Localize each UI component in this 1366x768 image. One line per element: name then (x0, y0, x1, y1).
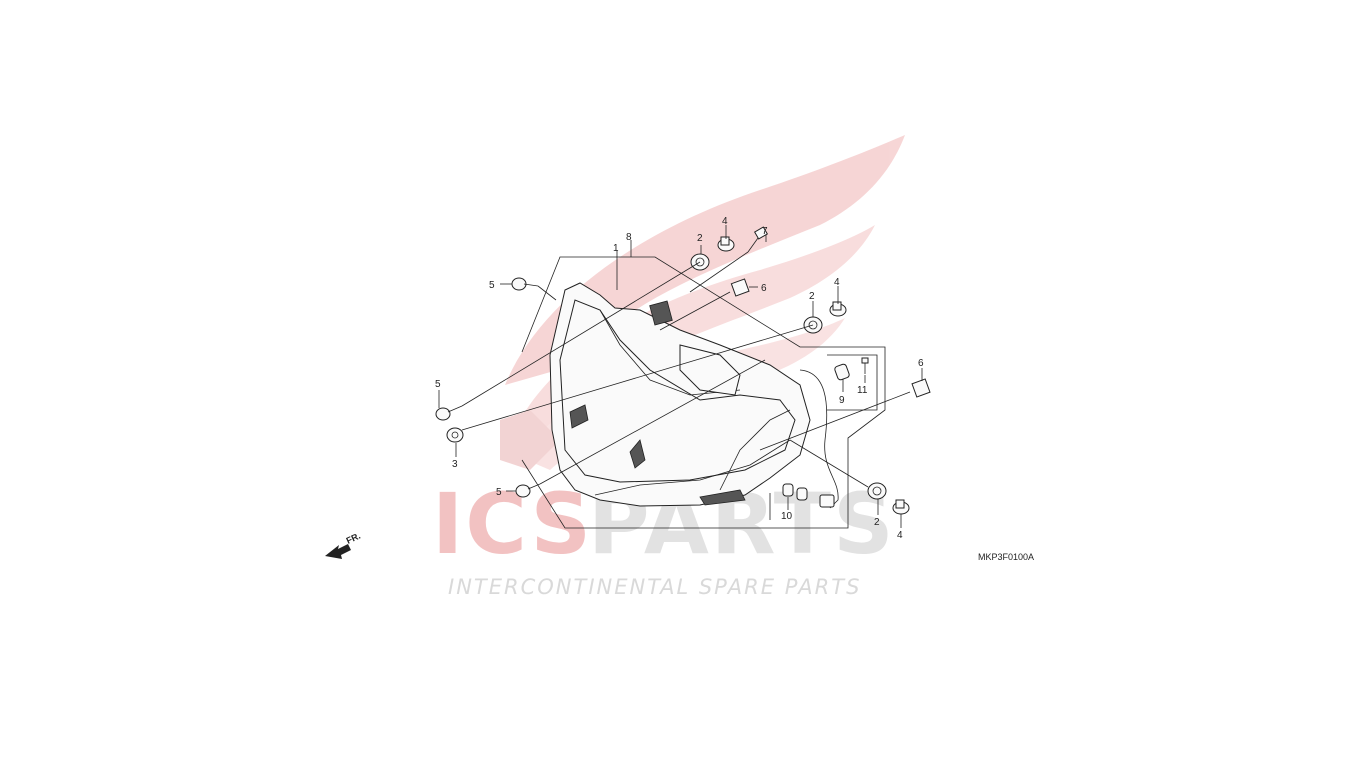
callout-5-top: 5 (489, 280, 495, 291)
bolt-5-bottom (515, 483, 541, 498)
front-arrow-icon (325, 544, 351, 559)
callout-8: 8 (626, 232, 632, 243)
callout-3: 3 (452, 459, 458, 470)
callout-6-right: 6 (918, 358, 924, 369)
watermark-tagline: INTERCONTINENTAL SPARE PARTS (448, 575, 861, 599)
grommet-2-bottom (867, 482, 887, 500)
callout-6-top: 6 (761, 283, 767, 294)
headlight-assembly (549, 282, 839, 509)
callout-7: 7 (762, 226, 768, 237)
callout-11: 11 (857, 385, 868, 396)
callout-10: 10 (781, 511, 793, 522)
collar-4-right (829, 301, 847, 317)
clip-6-top (730, 278, 750, 297)
bolt-5-top (511, 277, 539, 291)
callout-4-bottom: 4 (897, 530, 903, 541)
callout-4-right: 4 (834, 277, 840, 288)
bracket-outline (521, 256, 886, 529)
callout-5-bottom: 5 (496, 487, 502, 498)
callout-2-top: 2 (697, 233, 703, 244)
screw-7 (747, 226, 769, 253)
watermark-brand-ics: ICS (432, 475, 593, 573)
callout-4-top: 4 (722, 216, 728, 227)
callout-9: 9 (839, 395, 845, 406)
washer-3 (446, 427, 464, 443)
callout-2-bottom: 2 (874, 517, 880, 528)
front-arrow: FR. (325, 531, 362, 559)
front-label: FR. (345, 531, 362, 546)
callout-labels: 8 1 2 4 7 6 2 4 5 5 3 5 6 9 11 10 2 4 (435, 216, 924, 541)
socket-9 (834, 363, 850, 381)
callout-2-right: 2 (809, 291, 815, 302)
leader-lines (438, 225, 923, 528)
callout-5-mid: 5 (435, 379, 441, 390)
bolt-5-mid (435, 405, 463, 421)
diagram-code: MKP3F0100A (978, 552, 1034, 562)
bulb-10 (782, 483, 808, 501)
screw-11 (861, 357, 869, 374)
callout-1: 1 (613, 243, 619, 254)
clip-6-right (911, 378, 931, 398)
